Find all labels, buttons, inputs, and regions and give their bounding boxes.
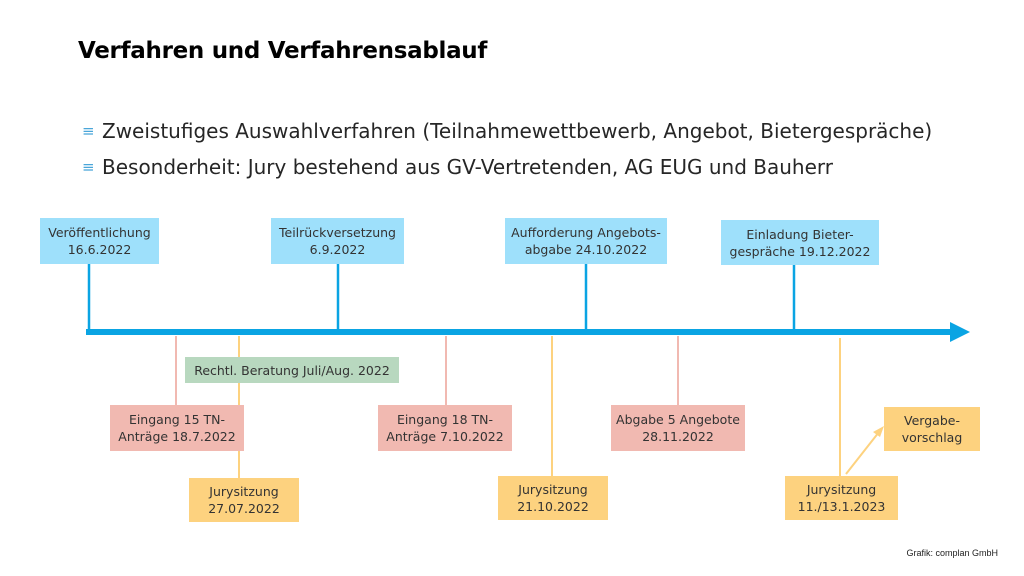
bullet-text: Besonderheit: Jury bestehend aus GV-Vert… [102, 155, 833, 179]
bullet-marker-icon: ≡ [82, 122, 95, 140]
event-eingang-18-tn: Eingang 18 TN- Anträge 7.10.2022 [378, 405, 512, 451]
event-vergabevorschlag: Vergabe- vorschlag [884, 407, 980, 451]
event-rechtliche-beratung: Rechtl. Beratung Juli/Aug. 2022 [185, 357, 399, 383]
timeline-arrowhead-icon [950, 322, 970, 342]
bullet-item: ≡ Zweistufiges Auswahlverfahren (Teilnah… [82, 113, 932, 149]
event-label: Jurysitzung 11./13.1.2023 [797, 482, 886, 514]
event-label: Jurysitzung 21.10.2022 [517, 482, 589, 514]
page-title: Verfahren und Verfahrensablauf [78, 38, 488, 64]
connector-vergabe [845, 431, 880, 475]
event-label: Vergabe- vorschlag [901, 413, 963, 445]
event-jurysitzung-2: Jurysitzung 21.10.2022 [498, 476, 608, 520]
milestone-label: Aufforderung Angebots- abgabe 24.10.2022 [511, 225, 661, 257]
milestone-label: Einladung Bieter- gespräche 19.12.2022 [729, 226, 871, 259]
bullet-item: ≡ Besonderheit: Jury bestehend aus GV-Ve… [82, 149, 932, 185]
milestone-aufforderung: Aufforderung Angebots- abgabe 24.10.2022 [505, 218, 667, 264]
image-credit: Grafik: complan GmbH [906, 548, 998, 558]
event-jurysitzung-1: Jurysitzung 27.07.2022 [189, 478, 299, 522]
event-label: Eingang 15 TN- Anträge 18.7.2022 [118, 412, 236, 444]
milestone-veroeffentlichung: Veröffentlichung 16.6.2022 [40, 218, 159, 264]
milestone-teilrueckversetzung: Teilrückversetzung 6.9.2022 [271, 218, 404, 264]
bullet-list: ≡ Zweistufiges Auswahlverfahren (Teilnah… [82, 113, 932, 185]
event-label: Jurysitzung 27.07.2022 [208, 484, 280, 516]
milestone-einladung: Einladung Bieter- gespräche 19.12.2022 [721, 220, 879, 265]
bullet-text: Zweistufiges Auswahlverfahren (Teilnahme… [102, 119, 933, 143]
bullet-marker-icon: ≡ [82, 158, 95, 176]
milestone-label: Veröffentlichung 16.6.2022 [48, 225, 151, 257]
event-eingang-15-tn: Eingang 15 TN- Anträge 18.7.2022 [110, 405, 244, 451]
milestone-label: Teilrückversetzung 6.9.2022 [279, 225, 396, 257]
event-jurysitzung-3: Jurysitzung 11./13.1.2023 [785, 476, 898, 520]
event-label: Abgabe 5 Angebote 28.11.2022 [616, 412, 740, 444]
event-label: Eingang 18 TN- Anträge 7.10.2022 [386, 412, 504, 444]
event-label: Rechtl. Beratung Juli/Aug. 2022 [194, 362, 390, 378]
vergabe-arrowhead-icon [873, 426, 884, 437]
event-abgabe-angebote: Abgabe 5 Angebote 28.11.2022 [611, 405, 745, 451]
